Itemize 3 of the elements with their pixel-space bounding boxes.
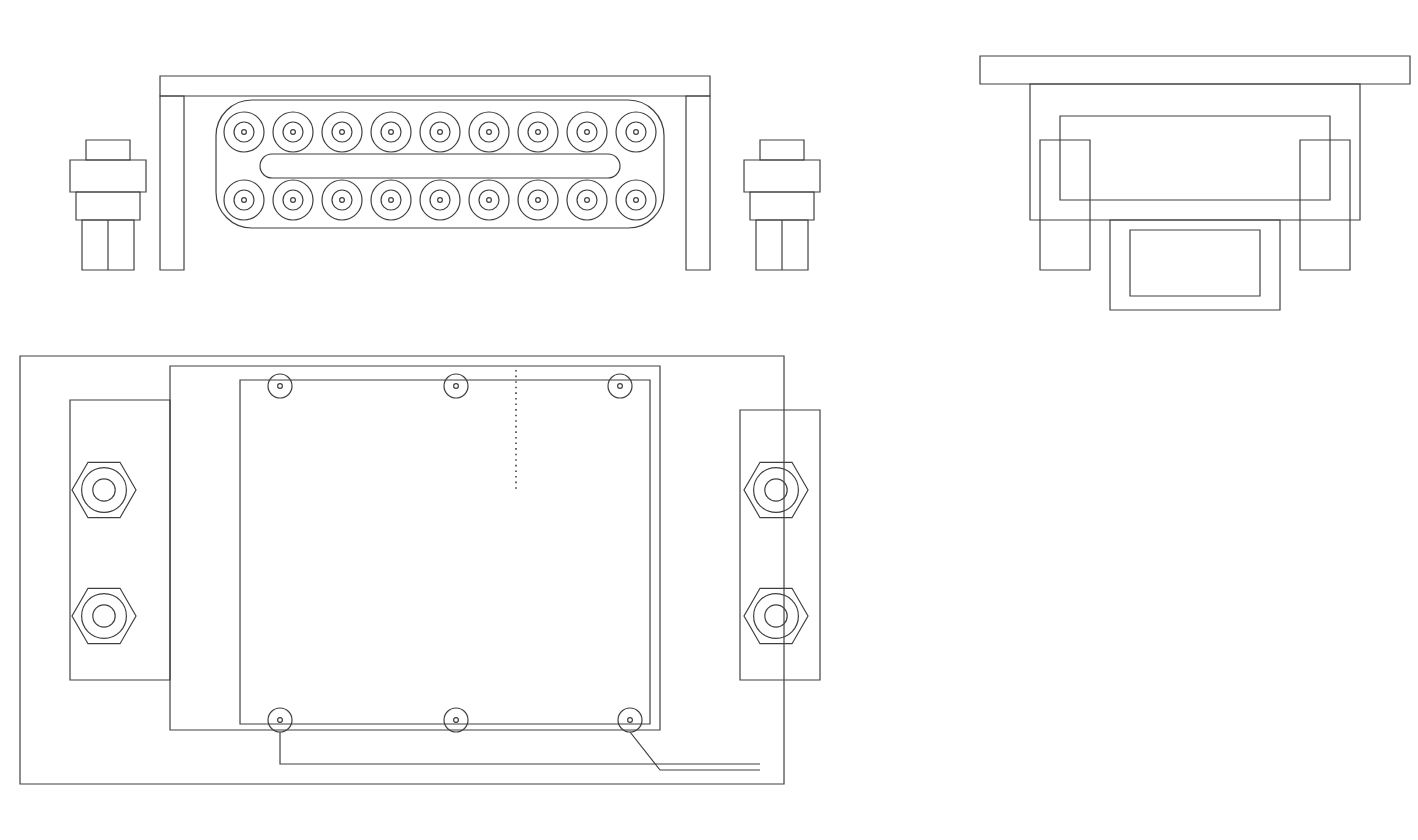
side-view-drawing xyxy=(69,75,821,271)
end-view-drawing xyxy=(979,55,1411,311)
plan-view-drawing xyxy=(19,355,821,785)
